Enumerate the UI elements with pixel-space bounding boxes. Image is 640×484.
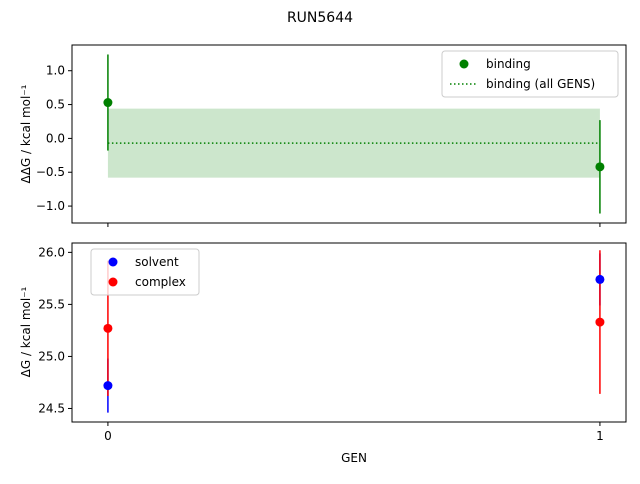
top-y-axis-label: ΔΔG / kcal mol⁻¹ [19,84,33,183]
legend-marker [108,257,118,267]
data-point [103,98,113,108]
legend-marker [459,59,469,69]
figure-title: RUN5644 [287,10,353,26]
legend: solvent complex [90,248,200,296]
axes-frame [71,242,627,423]
data-point [595,317,605,327]
legend: binding binding (all GENS) [441,50,619,98]
x-axis-label: GEN [341,451,367,465]
axes-frame [71,44,627,224]
legend-label: binding (all GENS) [486,77,595,91]
y-tick-label: −0.5 [36,165,65,179]
legend-label: solvent [135,255,179,269]
y-tick-label: −1.0 [36,199,65,213]
confidence-band [107,108,600,178]
x-tick-label: 1 [596,429,604,443]
y-tick-label: 25.0 [38,349,65,363]
y-tick-label: 24.5 [38,401,65,415]
legend-frame [90,248,200,296]
bottom-y-axis-label: ΔG / kcal mol⁻¹ [19,286,33,377]
top-axes: 1.0 0.5 0.0 −0.5 −1.0 binding binding (all GEN… [36,44,627,227]
x-tick-label: 0 [104,429,112,443]
y-tick-label: 25.5 [38,297,65,311]
y-tick-label: 26.0 [38,245,65,259]
data-point [595,162,605,172]
y-tick-label: 1.0 [46,64,65,78]
bottom-axes: 26.0 25.5 25.0 24.5 0 1 solvent complex [38,242,627,443]
y-tick-label: 0.5 [46,98,65,112]
legend-marker [108,277,118,287]
data-point [103,381,113,391]
legend-frame [441,50,619,98]
legend-label: complex [135,275,186,289]
legend-label: binding [486,57,531,71]
data-point [103,323,113,333]
y-tick-label: 0.0 [46,131,65,145]
data-point [595,274,605,284]
